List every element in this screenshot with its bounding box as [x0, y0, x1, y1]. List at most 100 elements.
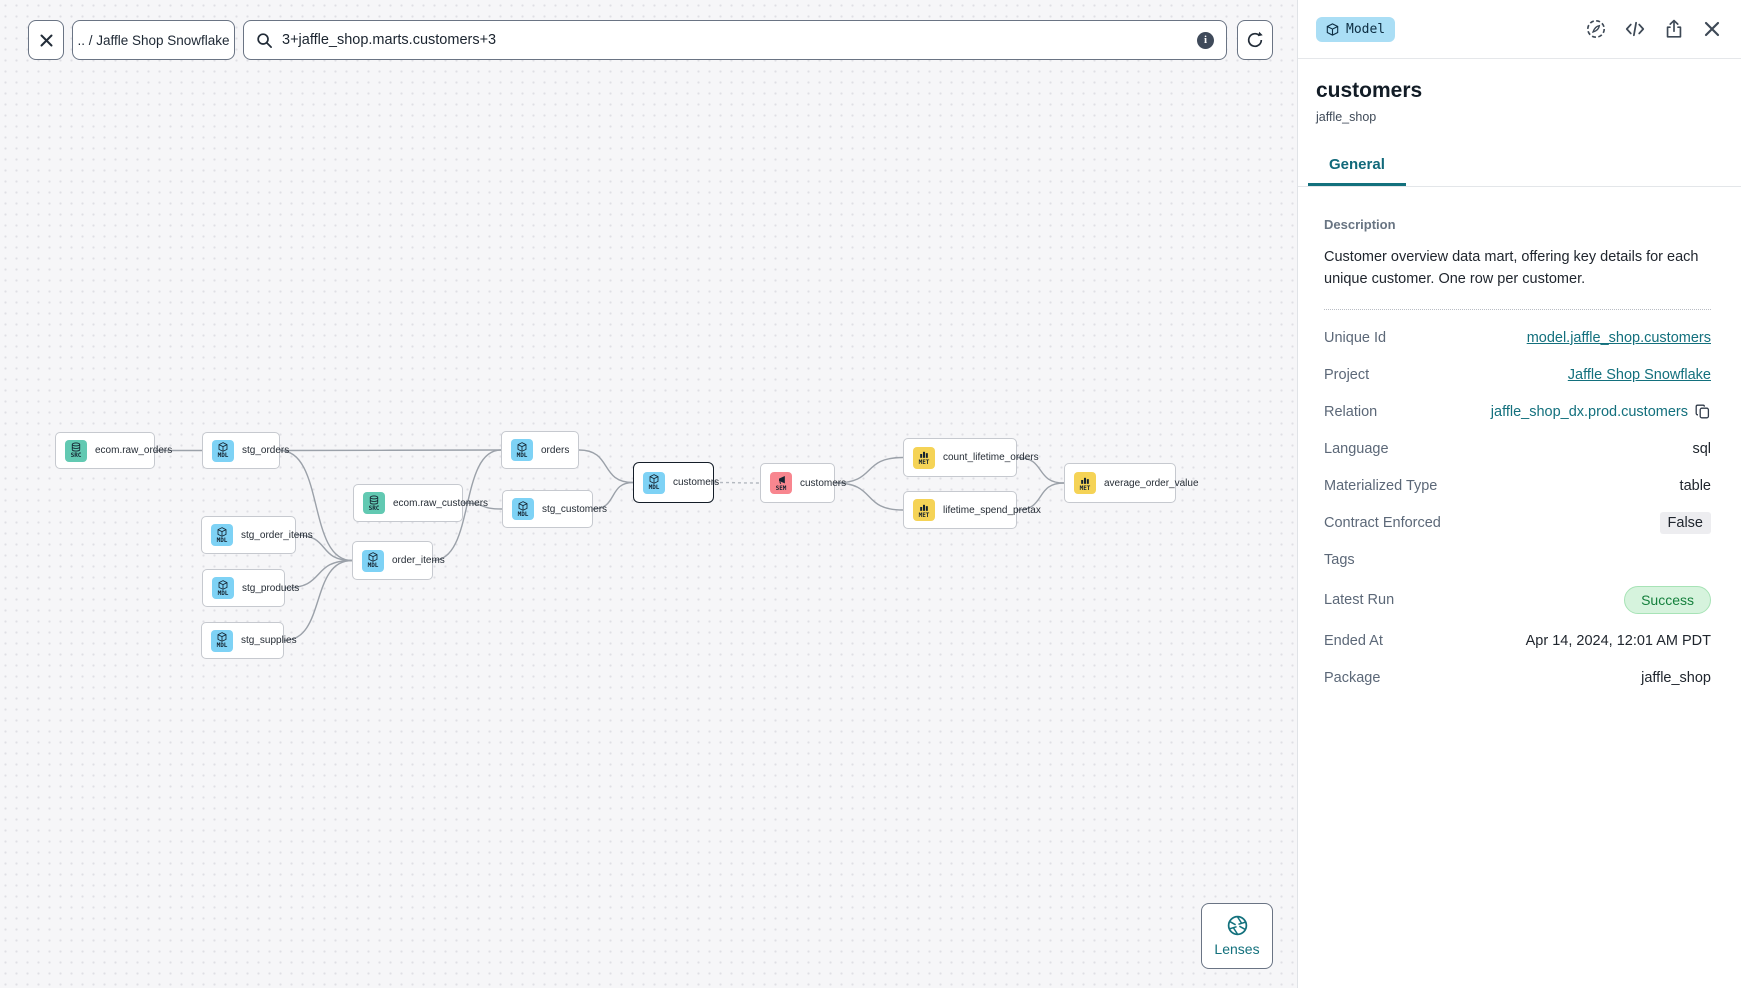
node-type-badge: MET	[1074, 472, 1096, 494]
node-label: order_items	[392, 555, 445, 566]
breadcrumb-label: .. / Jaffle Shop Snowflake	[77, 32, 230, 48]
graph-node-customers[interactable]: MDL customers	[633, 462, 719, 503]
model-cube-icon	[1326, 22, 1339, 36]
refresh-button[interactable]	[1237, 20, 1273, 60]
node-type-badge: MDL	[212, 439, 234, 462]
model-cube-icon	[218, 442, 228, 452]
lineage-edge	[279, 449, 502, 452]
page-subtitle: jaffle_shop	[1316, 110, 1377, 124]
source-database-icon	[369, 495, 379, 505]
field-value: table	[1679, 477, 1711, 494]
graph-node-stg_order_items[interactable]: MDL stg_order_items	[201, 516, 313, 554]
field-label: Latest Run	[1324, 592, 1395, 609]
lineage-search[interactable]: i	[243, 20, 1227, 60]
model-cube-icon	[517, 441, 527, 452]
field-value: sql	[1692, 440, 1711, 457]
graph-node-stg_products[interactable]: MDL stg_products	[202, 569, 299, 607]
field-value[interactable]: model.jaffle_shop.customers	[1526, 329, 1711, 346]
graph-node-customers_sem[interactable]: SEM customers	[760, 463, 846, 503]
breadcrumb[interactable]: .. / Jaffle Shop Snowflake	[72, 20, 235, 60]
node-type-badge: MDL	[211, 524, 233, 546]
graph-node-stg_supplies[interactable]: MDL stg_supplies	[201, 622, 297, 659]
graph-node-count_lifetime_orders[interactable]: MET count_lifetime_orders	[903, 438, 1039, 477]
node-type-badge: MDL	[212, 577, 234, 599]
metric-chart-icon	[1081, 477, 1089, 484]
node-label: ecom.raw_customers	[393, 497, 489, 509]
field-row: Ended At Apr 14, 2024, 12:01 AM PDT	[1324, 622, 1711, 659]
node-label: stg_customers	[542, 503, 608, 515]
model-cube-icon	[368, 552, 378, 562]
node-label: ecom.raw_orders	[95, 445, 173, 456]
panel-tabbar: General	[1298, 150, 1741, 187]
graph-node-raw_orders[interactable]: SRC ecom.raw_orders	[55, 432, 172, 469]
tab-general[interactable]: General	[1308, 150, 1406, 186]
resource-type-badge[interactable]: Model	[1316, 16, 1396, 42]
field-row: Contract Enforced False	[1324, 504, 1711, 541]
description-text: Customer overview data mart, offering ke…	[1324, 249, 1699, 288]
field-label: Materialized Type	[1324, 477, 1438, 494]
field-label: Package	[1324, 669, 1381, 686]
close-lineage-button[interactable]	[28, 20, 64, 60]
metric-chart-icon	[920, 451, 928, 458]
field-value: jaffle_shop	[1641, 669, 1711, 686]
field-label: Ended At	[1324, 632, 1383, 649]
graph-node-order_items[interactable]: MDL order_items	[352, 541, 445, 580]
section-divider	[1324, 309, 1711, 311]
node-type-badge: MDL	[511, 439, 533, 461]
node-label: lifetime_spend_pretax	[943, 504, 1041, 516]
lineage-edge	[713, 481, 761, 484]
graph-node-stg_customers[interactable]: MDL stg_customers	[502, 490, 607, 528]
close-icon	[40, 34, 52, 46]
node-type-label: SEM	[775, 484, 787, 492]
graph-node-orders[interactable]: MDL orders	[501, 431, 579, 469]
field-label: Language	[1324, 440, 1389, 457]
field-value[interactable]: Jaffle Shop Snowflake	[1567, 366, 1711, 383]
node-type-label: MDL	[648, 484, 660, 491]
node-label: average_order_value	[1104, 477, 1199, 489]
field-label: Tags	[1324, 551, 1355, 568]
node-type-label: MDL	[217, 452, 229, 459]
code-icon[interactable]	[1625, 19, 1645, 39]
model-cube-icon	[518, 500, 528, 511]
graph-node-raw_customers[interactable]: SRC ecom.raw_customers	[353, 484, 488, 522]
field-value[interactable]: jaffle_shop_dx.prod.customers	[1490, 403, 1688, 420]
lenses-label: Lenses	[1214, 941, 1260, 957]
lineage-edge	[283, 559, 353, 642]
lenses-aperture-icon	[1227, 915, 1247, 936]
node-label: customers	[673, 477, 720, 488]
node-type-label: MET	[918, 511, 930, 519]
refresh-icon	[1247, 31, 1263, 48]
node-type-badge: MET	[913, 499, 935, 521]
node-type-label: MDL	[217, 589, 229, 597]
node-type-label: MET	[918, 459, 930, 466]
share-icon[interactable]	[1664, 19, 1684, 39]
general-section: Description Customer overview data mart,…	[1298, 217, 1741, 696]
node-label: customers	[800, 477, 847, 489]
search-info-icon[interactable]: i	[1197, 31, 1214, 49]
lenses-button[interactable]: Lenses	[1201, 903, 1273, 969]
graph-node-average_order_value[interactable]: MET average_order_value	[1064, 463, 1199, 503]
close-panel-icon[interactable]	[1703, 20, 1721, 38]
field-value: False	[1659, 511, 1711, 534]
graph-node-stg_orders[interactable]: MDL stg_orders	[202, 432, 289, 469]
node-label: stg_orders	[242, 445, 290, 456]
explore-lineage-icon[interactable]	[1586, 19, 1606, 39]
node-label: orders	[541, 444, 570, 456]
description-heading: Description	[1324, 217, 1396, 232]
search-input[interactable]	[282, 32, 1188, 48]
field-label: Relation	[1324, 403, 1378, 420]
node-type-badge: MDL	[211, 629, 233, 652]
field-value: Apr 14, 2024, 12:01 AM PDT	[1525, 632, 1711, 649]
node-type-label: MDL	[517, 510, 529, 518]
panel-header: Model	[1298, 0, 1741, 59]
model-cube-icon	[217, 526, 227, 537]
field-row: Package jaffle_shop	[1324, 659, 1711, 696]
node-label: stg_supplies	[241, 635, 297, 646]
node-type-badge: SRC	[65, 439, 87, 462]
copy-icon[interactable]	[1695, 404, 1711, 420]
node-type-label: SRC	[368, 504, 380, 512]
node-type-label: MDL	[216, 642, 228, 649]
node-type-badge: MDL	[512, 498, 534, 520]
graph-node-lifetime_spend_pretax[interactable]: MET lifetime_spend_pretax	[903, 491, 1041, 529]
lineage-canvas[interactable]: SRC ecom.raw_orders MDL stg_orders	[0, 0, 1297, 988]
